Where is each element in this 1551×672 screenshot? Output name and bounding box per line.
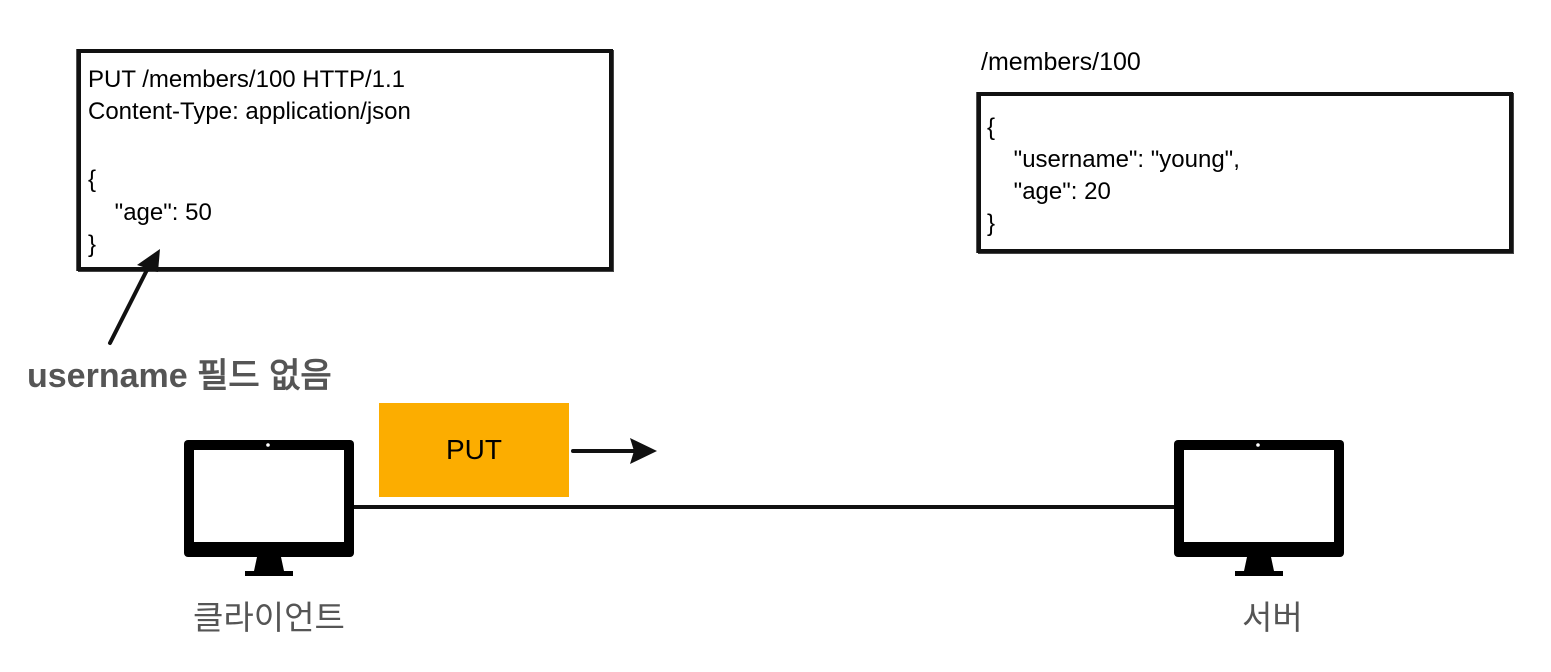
request-body-line: {: [88, 166, 97, 193]
put-method-box: PUT: [379, 403, 569, 497]
request-body-line: "age": 50: [88, 199, 212, 226]
resource-body-line: "age": 20: [987, 178, 1111, 205]
client-label: 클라이언트: [193, 599, 345, 636]
request-header-line: Content-Type: application/json: [88, 98, 411, 125]
monitor-icon: [184, 440, 354, 576]
method-label: PUT: [446, 434, 502, 465]
arrow-right-icon: [571, 438, 657, 464]
arrow-pointer-icon: [108, 249, 160, 345]
monitor-icon: [1174, 440, 1344, 576]
resource-body-line: {: [987, 114, 996, 141]
server-label: 서버: [1242, 599, 1303, 636]
request-message-box: PUT /members/100 HTTP/1.1 Content-Type: …: [77, 49, 613, 271]
resource-body-line: }: [987, 210, 996, 237]
missing-field-annotation: username 필드 없음: [27, 357, 332, 395]
resource-path-label: /members/100: [981, 48, 1141, 76]
resource-state-box: { "username": "young", "age": 20 }: [977, 92, 1513, 253]
resource-body-line: "username": "young",: [987, 146, 1240, 173]
request-line: PUT /members/100 HTTP/1.1: [88, 66, 405, 93]
request-body-line: }: [88, 231, 97, 258]
